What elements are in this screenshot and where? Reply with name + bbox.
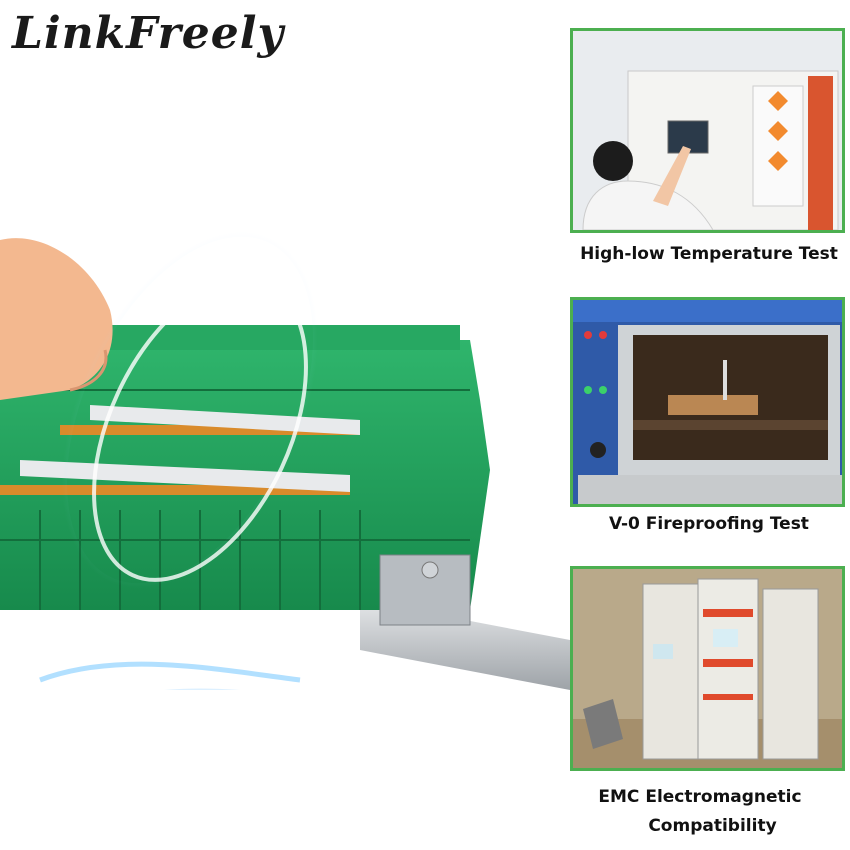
- emc-test-photo: [570, 566, 845, 771]
- fireproofing-test-caption: V-0 Fireproofing Test: [609, 514, 809, 534]
- emc-test-caption-line1: EMC Electromagnetic: [598, 787, 802, 807]
- product-illustration: [0, 226, 570, 690]
- temperature-test-photo: [570, 28, 845, 233]
- swirl-effect: [56, 226, 324, 594]
- label-strip: [90, 405, 360, 435]
- emc-test-caption-line2: Compatibility: [648, 816, 777, 836]
- label-strip: [20, 460, 350, 492]
- hand: [0, 238, 113, 400]
- brand-logo: LinkFreely: [12, 8, 285, 59]
- temperature-test-caption: High-low Temperature Test: [580, 244, 838, 264]
- fireproofing-test-photo: [570, 297, 845, 507]
